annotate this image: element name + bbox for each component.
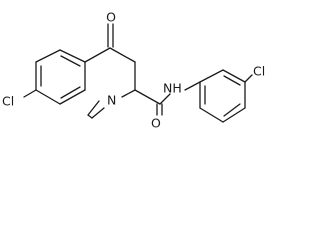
bond-ch-n xyxy=(121,89,136,98)
bond-aziridine xyxy=(87,114,93,119)
aziridine-nitrogen-label: N xyxy=(107,93,116,108)
bond-ring2 xyxy=(222,69,246,83)
bond-ring1 xyxy=(59,49,86,63)
bond-ring2-inner xyxy=(223,103,241,117)
bond-n-ring xyxy=(184,81,201,91)
bond-ring1 xyxy=(35,89,61,105)
bond-ring2-inner xyxy=(223,75,241,86)
amide-oxygen-label: O xyxy=(151,116,161,131)
bond-ring2 xyxy=(222,107,246,123)
bond-chain xyxy=(109,47,136,63)
bonds xyxy=(23,23,253,123)
amide-nh-label: NH xyxy=(163,81,182,96)
bond-aziridine xyxy=(91,107,105,119)
bond-ring1-inner xyxy=(60,86,81,99)
bond-ch-amide xyxy=(134,89,161,105)
bond-c-cl-left xyxy=(23,89,37,98)
bond-aziridine xyxy=(87,100,100,116)
chlorine-left-label: Cl xyxy=(2,94,14,109)
bond-amide-n xyxy=(159,93,171,105)
structural-formula: Cl O N NH O Cl xyxy=(2,10,265,131)
chlorine-right-label: Cl xyxy=(253,64,265,79)
bond-ring2 xyxy=(199,107,224,123)
bond-ring-carbonyl xyxy=(84,47,111,63)
bond-ring1 xyxy=(35,49,61,63)
atom-labels: Cl O N NH O Cl xyxy=(2,10,265,131)
bond-ring1-inner xyxy=(60,55,81,67)
ketone-oxygen-label: O xyxy=(106,10,116,25)
bond-c-cl-right xyxy=(244,74,253,83)
bond-ring2 xyxy=(199,69,224,83)
bond-ring1 xyxy=(59,89,86,105)
